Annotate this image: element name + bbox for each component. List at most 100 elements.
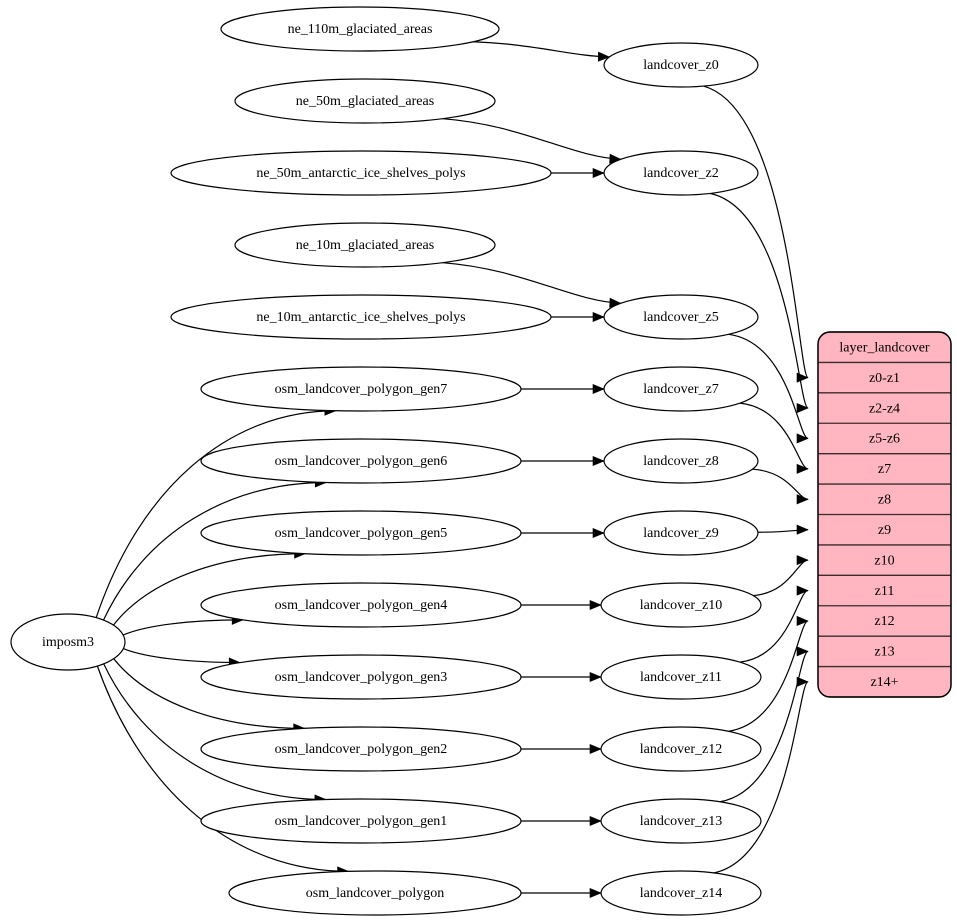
node-osm_landcover_polygon_gen6[interactable]: osm_landcover_polygon_gen6 bbox=[200, 438, 522, 484]
node-landcover_z2-shape[interactable] bbox=[603, 150, 759, 196]
node-imposm3-shape[interactable] bbox=[10, 613, 126, 671]
edge-ne_110m_glaciated_areas-to-landcover_z0 bbox=[473, 41, 611, 62]
node-layer: imposm3 ne_110m_glaciated_areas ne_50m_gla… bbox=[10, 6, 952, 916]
edge-landcover_z7-to-layer_landcover-z7-line bbox=[740, 402, 809, 470]
edge-imposm3-to-osm_landcover_polygon-line bbox=[96, 665, 349, 872]
layer-landcover-row-z2-z4[interactable] bbox=[818, 393, 951, 423]
layer-landcover-row-z8[interactable] bbox=[818, 484, 951, 514]
node-osm_landcover_polygon_gen7-shape[interactable] bbox=[200, 366, 522, 412]
node-osm_landcover_polygon_gen7[interactable]: osm_landcover_polygon_gen7 bbox=[200, 366, 522, 412]
edge-osm_landcover_polygon_gen6-to-landcover_z8-arrowhead bbox=[592, 455, 605, 467]
node-ne_10m_glaciated_areas-shape[interactable] bbox=[234, 222, 496, 268]
layer-landcover-row-z12[interactable] bbox=[818, 606, 951, 636]
edge-osm_landcover_polygon-to-landcover_z14 bbox=[520, 887, 602, 899]
node-ne_110m_glaciated_areas[interactable]: ne_110m_glaciated_areas bbox=[220, 6, 500, 52]
node-landcover_z8-shape[interactable] bbox=[603, 438, 759, 484]
edge-landcover_z11-to-layer_landcover-z11-line bbox=[739, 589, 809, 663]
edge-osm_landcover_polygon_gen6-to-landcover_z8 bbox=[521, 455, 605, 467]
edge-imposm3-to-osm_landcover_polygon_gen6-line bbox=[102, 481, 327, 621]
edge-landcover_z2-to-layer_landcover-z2-z4-arrowhead bbox=[796, 402, 809, 414]
node-landcover_z12-shape[interactable] bbox=[600, 726, 762, 772]
node-landcover_z9-shape[interactable] bbox=[603, 510, 759, 556]
node-landcover_z0-shape[interactable] bbox=[603, 42, 759, 88]
node-ne_10m_antarctic_ice_shelves_polys-shape[interactable] bbox=[170, 294, 552, 340]
node-layer-landcover-table[interactable]: layer_landcoverz0-z1z2-z4z5-z6z7z8z9z10z… bbox=[817, 331, 952, 698]
node-osm_landcover_polygon_gen4-shape[interactable] bbox=[200, 582, 522, 628]
node-ne_50m_antarctic_ice_shelves_polys-shape[interactable] bbox=[170, 150, 552, 196]
edge-landcover_z14-to-layer_landcover-z14--line bbox=[713, 681, 809, 874]
edge-osm_landcover_polygon_gen5-to-landcover_z9 bbox=[521, 527, 605, 539]
node-landcover_z2[interactable]: landcover_z2 bbox=[603, 150, 759, 196]
layer-landcover-row-z14+[interactable] bbox=[818, 667, 951, 697]
edge-ne_50m_antarctic_ice_shelves_polys-to-landcover_z2 bbox=[551, 167, 605, 179]
edge-osm_landcover_polygon_gen4-to-landcover_z10-arrowhead bbox=[589, 599, 602, 611]
node-landcover_z11[interactable]: landcover_z11 bbox=[600, 654, 762, 700]
node-landcover_z13[interactable]: landcover_z13 bbox=[600, 798, 762, 844]
node-landcover_z8[interactable]: landcover_z8 bbox=[603, 438, 759, 484]
edge-imposm3-to-osm_landcover_polygon_gen4 bbox=[122, 614, 244, 636]
node-ne_10m_antarctic_ice_shelves_polys[interactable]: ne_10m_antarctic_ice_shelves_polys bbox=[170, 294, 552, 340]
edge-landcover_z11-to-layer_landcover-z11 bbox=[739, 585, 809, 663]
layer-landcover-row-z13[interactable] bbox=[818, 636, 951, 666]
node-landcover_z14-shape[interactable] bbox=[600, 870, 762, 916]
edge-ne_110m_glaciated_areas-to-landcover_z0-line bbox=[473, 41, 610, 58]
node-landcover_z11-shape[interactable] bbox=[600, 654, 762, 700]
edge-landcover_z14-to-layer_landcover-z14- bbox=[713, 676, 809, 874]
edge-osm_landcover_polygon_gen1-to-landcover_z13-arrowhead bbox=[589, 815, 602, 827]
node-osm_landcover_polygon_gen4[interactable]: osm_landcover_polygon_gen4 bbox=[200, 582, 522, 628]
layer-landcover-row-z11[interactable] bbox=[818, 575, 951, 605]
node-landcover_z5-shape[interactable] bbox=[603, 294, 759, 340]
node-imposm3[interactable]: imposm3 bbox=[10, 613, 126, 671]
node-osm_landcover_polygon[interactable]: osm_landcover_polygon bbox=[228, 870, 522, 916]
node-osm_landcover_polygon_gen2[interactable]: osm_landcover_polygon_gen2 bbox=[200, 726, 522, 772]
layer-landcover-row-z10[interactable] bbox=[818, 545, 951, 575]
layer-landcover-row-z5-z6[interactable] bbox=[818, 423, 951, 453]
node-osm_landcover_polygon_gen1[interactable]: osm_landcover_polygon_gen1 bbox=[200, 798, 522, 844]
edge-landcover_z10-to-layer_landcover-z10 bbox=[753, 555, 809, 597]
node-landcover_z5[interactable]: landcover_z5 bbox=[603, 294, 759, 340]
node-osm_landcover_polygon_gen3[interactable]: osm_landcover_polygon_gen3 bbox=[200, 654, 522, 700]
edge-landcover_z9-to-layer_landcover-z9 bbox=[757, 524, 809, 535]
edge-landcover_z13-to-layer_landcover-z13-line bbox=[719, 650, 809, 803]
edge-landcover_z0-to-layer_landcover-z0-z1-line bbox=[703, 85, 809, 379]
node-osm_landcover_polygon_gen2-shape[interactable] bbox=[200, 726, 522, 772]
node-landcover_z13-shape[interactable] bbox=[600, 798, 762, 844]
edge-osm_landcover_polygon_gen7-to-landcover_z7 bbox=[521, 383, 605, 395]
layer-landcover-row-z7[interactable] bbox=[818, 454, 951, 484]
node-ne_50m_glaciated_areas[interactable]: ne_50m_glaciated_areas bbox=[234, 78, 496, 124]
edge-landcover_z12-to-layer_landcover-z12 bbox=[728, 615, 809, 732]
edge-imposm3-to-osm_landcover_polygon_gen2-line bbox=[113, 658, 305, 730]
node-osm_landcover_polygon_gen1-shape[interactable] bbox=[200, 798, 522, 844]
node-landcover_z12[interactable]: landcover_z12 bbox=[600, 726, 762, 772]
edge-ne_50m_antarctic_ice_shelves_polys-to-landcover_z2-arrowhead bbox=[592, 167, 605, 179]
node-landcover_z10[interactable]: landcover_z10 bbox=[600, 582, 762, 628]
layer-landcover-row-z0-z1[interactable] bbox=[818, 362, 951, 392]
node-landcover_z0[interactable]: landcover_z0 bbox=[603, 42, 759, 88]
node-landcover_z14[interactable]: landcover_z14 bbox=[600, 870, 762, 916]
edge-landcover_z7-to-layer_landcover-z7-arrowhead bbox=[796, 463, 809, 474]
edge-landcover_z12-to-layer_landcover-z12-line bbox=[728, 620, 809, 732]
node-ne_50m_glaciated_areas-shape[interactable] bbox=[234, 78, 496, 124]
edge-imposm3-to-osm_landcover_polygon_gen4-line bbox=[122, 619, 244, 636]
node-osm_landcover_polygon-shape[interactable] bbox=[228, 870, 522, 916]
edge-imposm3-to-osm_landcover_polygon_gen1-line bbox=[103, 663, 326, 801]
node-landcover_z9[interactable]: landcover_z9 bbox=[603, 510, 759, 556]
edge-ne_10m_glaciated_areas-to-landcover_z5-line bbox=[442, 262, 621, 304]
node-ne_50m_antarctic_ice_shelves_polys[interactable]: ne_50m_antarctic_ice_shelves_polys bbox=[170, 150, 552, 196]
node-osm_landcover_polygon_gen5-shape[interactable] bbox=[200, 510, 522, 556]
edge-imposm3-to-osm_landcover_polygon_gen5-line bbox=[112, 553, 306, 626]
edge-osm_landcover_polygon_gen7-to-landcover_z7-arrowhead bbox=[592, 383, 605, 395]
edge-landcover_z14-to-layer_landcover-z14--arrowhead bbox=[796, 676, 809, 687]
node-ne_10m_glaciated_areas[interactable]: ne_10m_glaciated_areas bbox=[234, 222, 496, 268]
node-osm_landcover_polygon_gen3-shape[interactable] bbox=[200, 654, 522, 700]
node-landcover_z7[interactable]: landcover_z7 bbox=[603, 366, 759, 412]
node-ne_110m_glaciated_areas-shape[interactable] bbox=[220, 6, 500, 52]
edge-landcover_z5-to-layer_landcover-z5-z6-arrowhead bbox=[796, 433, 809, 444]
edge-landcover_z2-to-layer_landcover-z2-z4 bbox=[709, 192, 809, 414]
node-osm_landcover_polygon_gen6-shape[interactable] bbox=[200, 438, 522, 484]
layer-landcover-row-z9[interactable] bbox=[818, 515, 951, 545]
node-landcover_z10-shape[interactable] bbox=[600, 582, 762, 628]
node-osm_landcover_polygon_gen5[interactable]: osm_landcover_polygon_gen5 bbox=[200, 510, 522, 556]
edge-landcover_z11-to-layer_landcover-z11-arrowhead bbox=[796, 585, 809, 596]
node-landcover_z7-shape[interactable] bbox=[603, 366, 759, 412]
